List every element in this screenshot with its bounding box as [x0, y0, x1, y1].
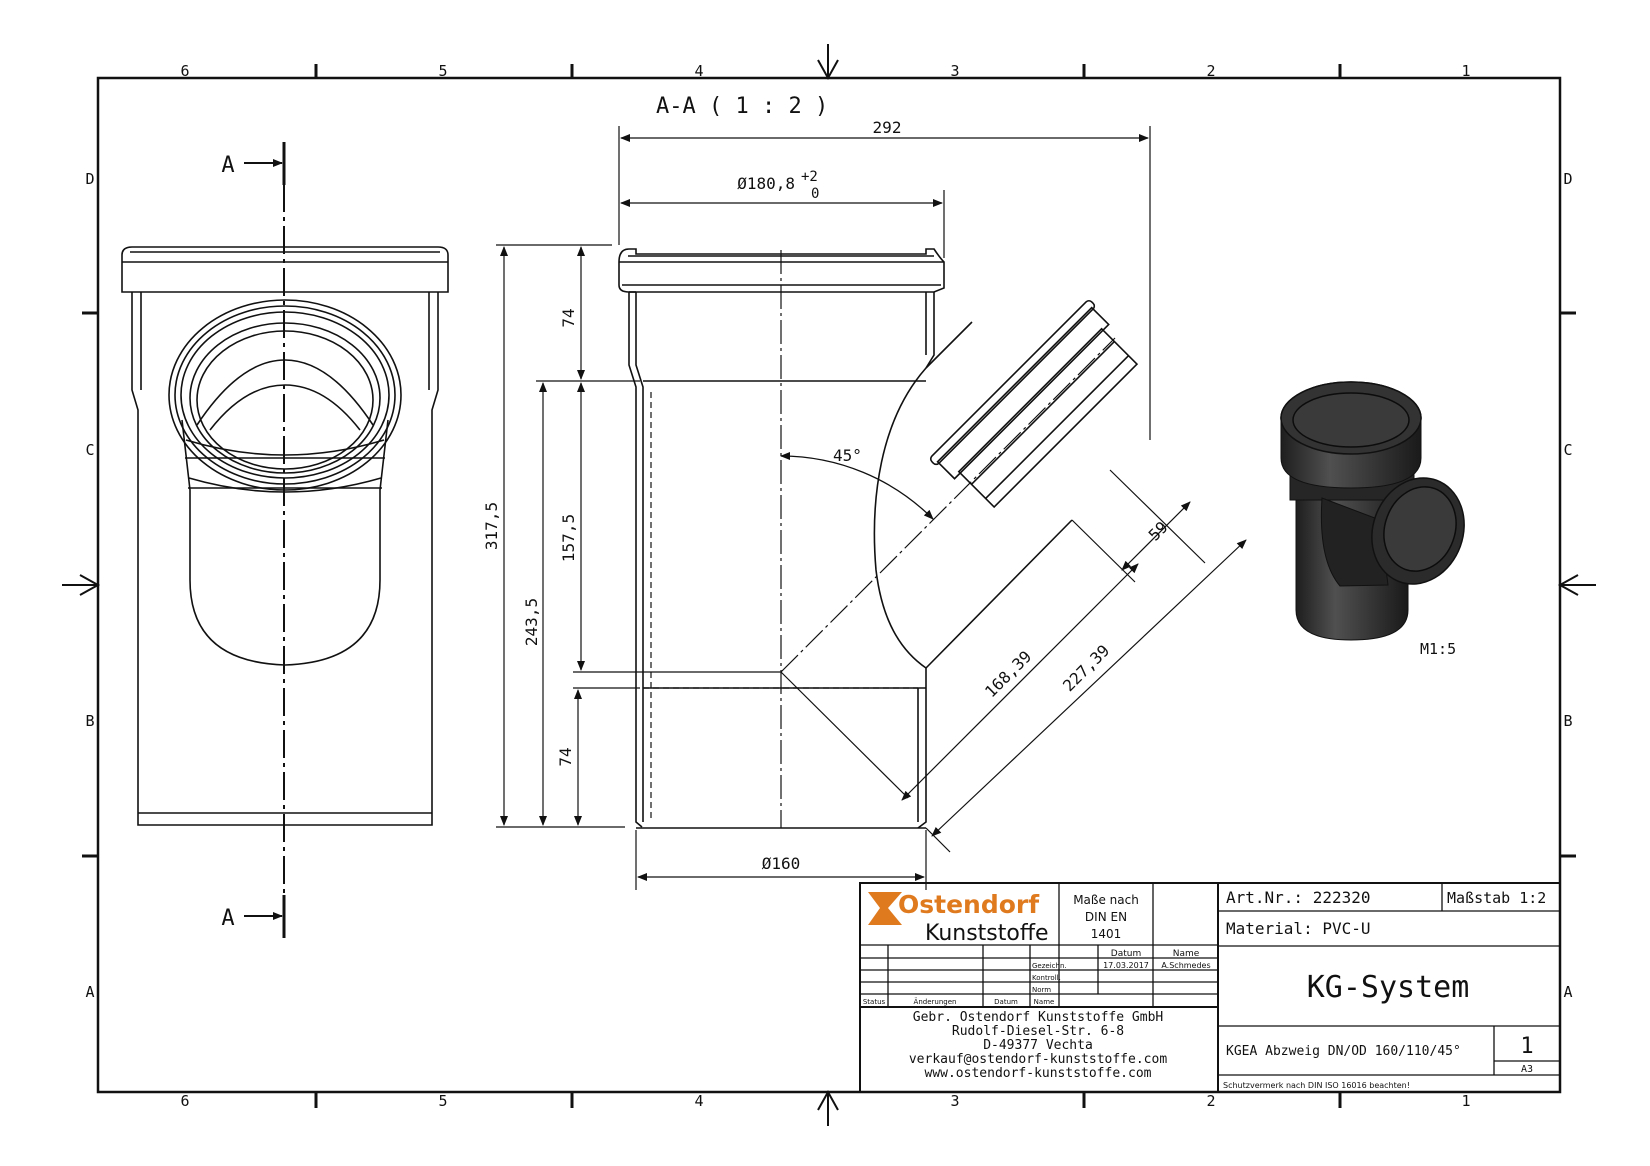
row-label-b: B [85, 712, 94, 730]
grid-labels: 6 5 4 3 2 1 6 5 4 3 2 1 D C B A D C B A [85, 62, 1572, 1110]
part-description: KGEA Abzweig DN/OD 160/110/45° [1226, 1044, 1461, 1059]
row-label-c-right: C [1563, 441, 1572, 459]
row-label-a-right: A [1563, 983, 1572, 1001]
address-line3: D-49377 Vechta [983, 1038, 1093, 1053]
logo-name: Ostendorf [898, 890, 1040, 919]
dimension-texts: 292 Ø180,8 +2 0 74 317,5 157,5 243,5 74 … [482, 118, 1172, 873]
drawing-scale: Maßstab 1:2 [1447, 889, 1546, 907]
company-logo: Ostendorf Kunststoffe [868, 890, 1049, 946]
sheet-format: A3 [1521, 1064, 1533, 1075]
section-marker-top: A [221, 153, 234, 178]
article-number: Art.Nr.: 222320 [1226, 888, 1371, 907]
status-label: Status [863, 998, 886, 1006]
hidden-lines [643, 392, 918, 818]
row-label-d: D [85, 170, 94, 188]
dim-angle: 45° [833, 446, 862, 465]
address-email: verkauf@ostendorf-kunststoffe.com [909, 1052, 1167, 1067]
norm-line2: DIN EN [1085, 910, 1127, 924]
system-name: KG-System [1307, 970, 1470, 1005]
gez-datum: 17.03.2017 [1103, 961, 1149, 970]
col-label-6: 6 [180, 62, 189, 80]
gez-name: A.Schmedes [1161, 961, 1210, 970]
col-label-5-bottom: 5 [438, 1092, 447, 1110]
col-label-1: 1 [1461, 62, 1470, 80]
dim-branch-len-2: 227,39 [1059, 641, 1113, 695]
protection-note: Schutzvermerk nach DIN ISO 16016 beachte… [1223, 1081, 1410, 1090]
dim-socket-diameter: Ø180,8 [737, 174, 795, 193]
dimension-lines [496, 126, 1247, 890]
sheet-number: 1 [1520, 1034, 1533, 1059]
row-label-d-right: D [1563, 170, 1572, 188]
row-label-b-right: B [1563, 712, 1572, 730]
address-line2: Rudolf-Diesel-Str. 6-8 [952, 1024, 1124, 1039]
row-label-c: C [85, 441, 94, 459]
change-name-label: Name [1034, 998, 1055, 1006]
dim-socket-depth-top: 74 [559, 308, 578, 327]
render-scale: M1:5 [1420, 640, 1456, 658]
col-label-1-bottom: 1 [1461, 1092, 1470, 1110]
material: Material: PVC-U [1226, 919, 1371, 938]
sheet-frame [62, 44, 1596, 1126]
logo-subtitle: Kunststoffe [925, 921, 1049, 946]
dim-branch-socket: 59 [1145, 518, 1172, 545]
section-line [244, 142, 286, 938]
col-label-3: 3 [950, 62, 959, 80]
dim-height-branch: 243,5 [522, 598, 541, 646]
dim-pipe-diameter: Ø160 [762, 854, 801, 873]
col-label-2-bottom: 2 [1206, 1092, 1215, 1110]
dim-socket-tol-upper: +2 [801, 169, 818, 185]
address-website: www.ostendorf-kunststoffe.com [925, 1066, 1152, 1081]
address-line1: Gebr. Ostendorf Kunststoffe GmbH [913, 1010, 1163, 1025]
norm-line3: 1401 [1091, 927, 1122, 941]
col-label-5: 5 [438, 62, 447, 80]
dim-height-total: 317,5 [482, 502, 501, 550]
dim-height-mid: 157,5 [559, 514, 578, 562]
product-render [1280, 381, 1465, 641]
row-norm: Norm [1032, 986, 1051, 994]
row-gezeichnet: Gezeichn. [1032, 962, 1067, 970]
title-block-texts: Maße nach DIN EN 1401 Datum Name Gezeich… [863, 888, 1547, 1090]
col-name: Name [1173, 949, 1200, 959]
changes-label: Änderungen [914, 997, 957, 1006]
col-label-4-bottom: 4 [694, 1092, 703, 1110]
dim-socket-depth-bottom: 74 [556, 747, 575, 766]
section-title: A-A ( 1 : 2 ) [656, 94, 828, 119]
col-label-4: 4 [694, 62, 703, 80]
col-label-3-bottom: 3 [950, 1092, 959, 1110]
col-label-6-bottom: 6 [180, 1092, 189, 1110]
center-lines [780, 250, 1116, 828]
col-datum: Datum [1111, 949, 1141, 959]
angle-arc [780, 452, 934, 520]
section-marker-bottom: A [221, 906, 234, 931]
dim-overall-width: 292 [873, 118, 902, 137]
dim-socket-tol-lower: 0 [811, 186, 819, 202]
row-kontroll: Kontroll. [1032, 974, 1061, 982]
title-block [859, 882, 1561, 1093]
row-label-a: A [85, 983, 94, 1001]
change-datum-label: Datum [994, 998, 1018, 1006]
section-view [618, 248, 1139, 829]
col-label-2: 2 [1206, 62, 1215, 80]
norm-line1: Maße nach [1073, 893, 1139, 907]
